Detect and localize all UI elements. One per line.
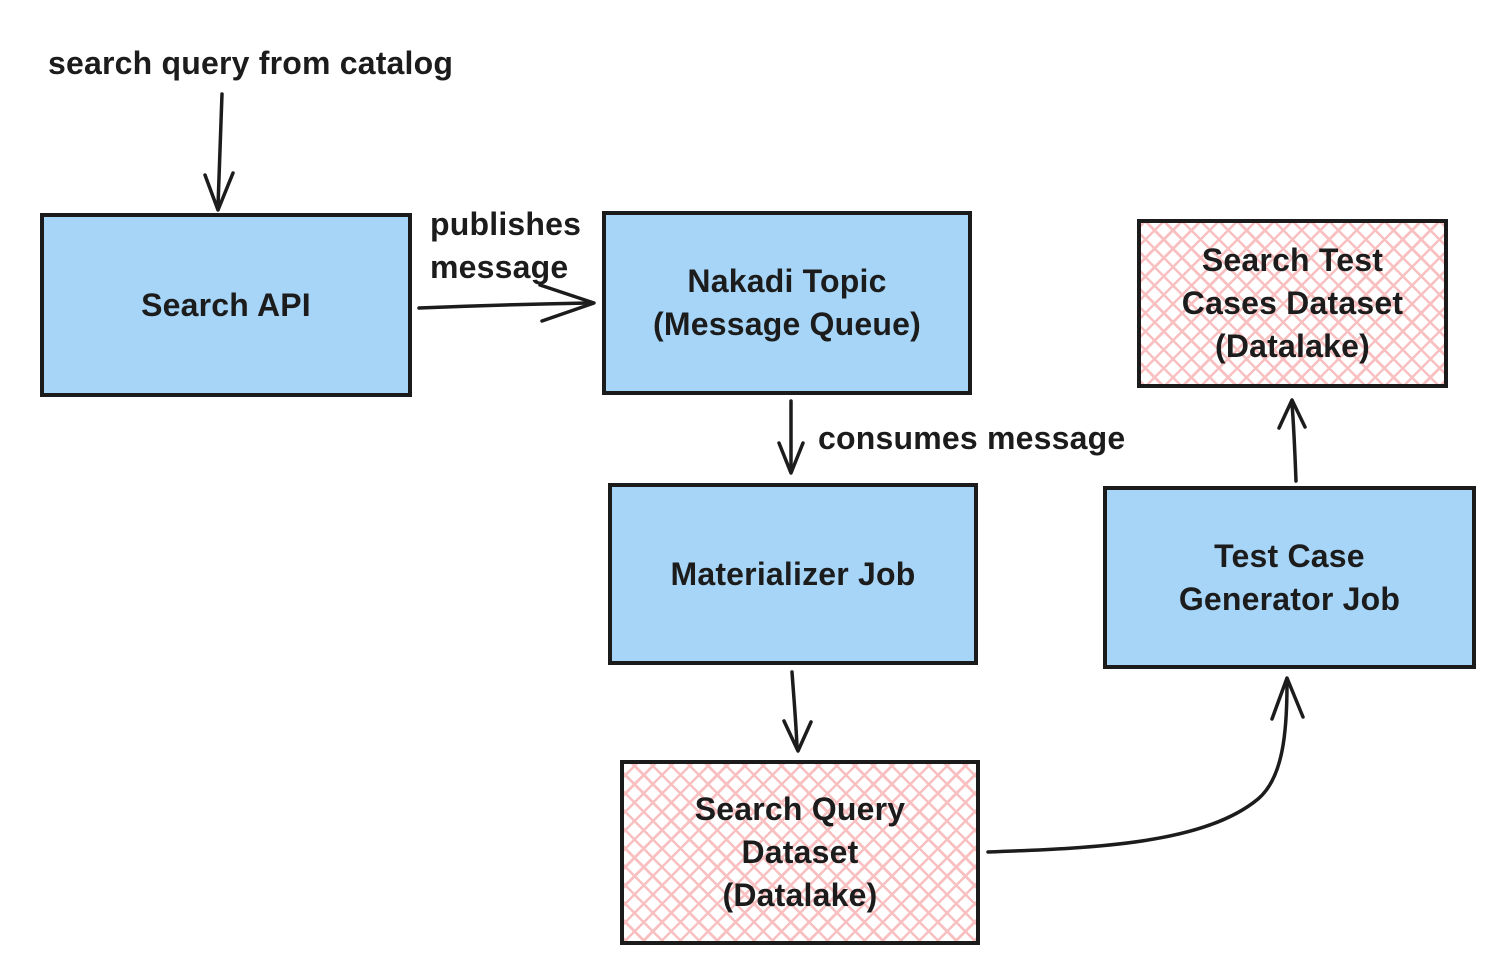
node-materializer-job-label: Materializer Job xyxy=(670,555,916,592)
node-search-query-dataset: Search Query Dataset (Datalake) xyxy=(620,760,980,945)
node-nakadi-topic: Nakadi Topic (Message Queue) xyxy=(602,211,972,395)
node-materializer-job: Materializer Job xyxy=(608,483,978,665)
node-test-case-generator-job-label: Test Case Generator Job xyxy=(1178,537,1401,617)
node-test-case-generator-job: Test Case Generator Job xyxy=(1103,486,1476,669)
edge-catalog-to-search-api xyxy=(203,92,235,212)
edge-nakadi-topic-to-materializer-job xyxy=(777,399,805,475)
edge-search-query-dataset-to-test-case-generator-job xyxy=(986,676,1305,854)
edge-search-api-to-nakadi-topic xyxy=(417,283,596,323)
edge-materializer-job-to-search-query-dataset xyxy=(782,670,813,753)
edge-label-search-query-from-catalog: search query from catalog xyxy=(48,45,454,81)
node-search-test-cases-dataset: Search Test Cases Dataset (Datalake) xyxy=(1137,219,1448,388)
edge-label-publishes-message: publishes message xyxy=(430,206,582,285)
node-nakadi-topic-label: Nakadi Topic (Message Queue) xyxy=(653,263,921,342)
edge-test-case-generator-job-to-search-test-cases-dataset xyxy=(1277,398,1307,483)
node-search-test-cases-dataset-label: Search Test Cases Dataset (Datalake) xyxy=(1181,242,1404,364)
node-search-api: Search API xyxy=(40,213,412,397)
node-search-api-label: Search API xyxy=(141,286,311,323)
node-search-query-dataset-label: Search Query Dataset (Datalake) xyxy=(694,791,906,913)
edge-label-consumes-message: consumes message xyxy=(818,420,1126,456)
